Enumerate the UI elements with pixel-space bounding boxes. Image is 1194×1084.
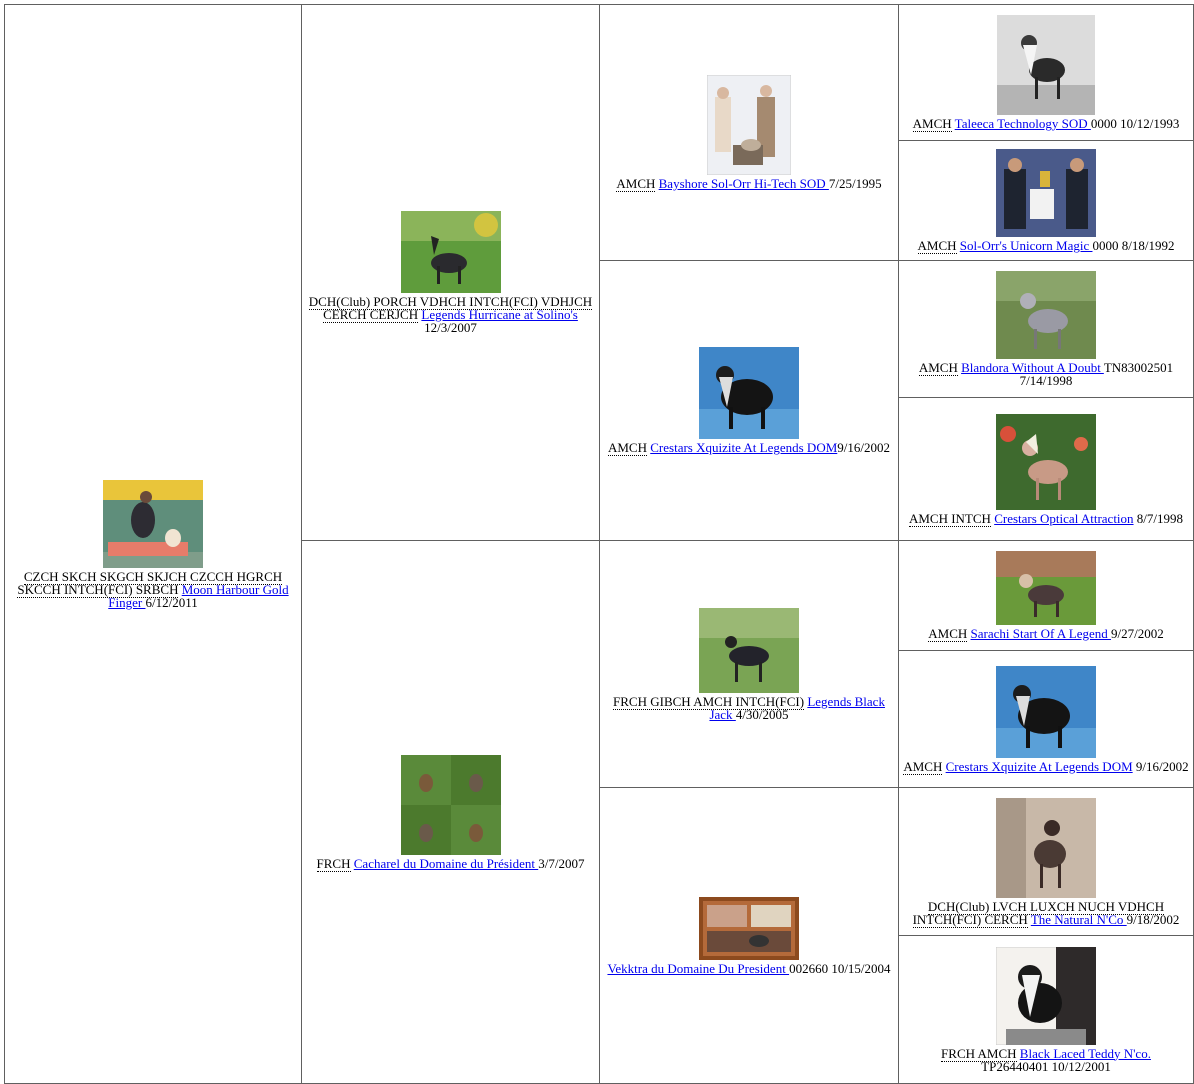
dog-link[interactable]: Sarachi Start Of A Legend [970, 626, 1111, 641]
show-win-trophy-photo[interactable] [996, 149, 1096, 237]
dog-link[interactable]: Moon Harbour Gold Finger [108, 581, 289, 610]
dog-reg: TN83002501 [1103, 360, 1174, 375]
dog-link[interactable]: Crestars Xquizite At Legends DOM [650, 440, 838, 455]
dog-date: 12/3/2007 [424, 320, 477, 335]
dog-link[interactable]: The Natural N'Co [1030, 911, 1127, 927]
dog-date: 9/16/2002 [837, 440, 891, 455]
dog-link[interactable]: Cacharel du Domaine du Président [353, 855, 539, 871]
dog-caption: CZCH SKCH SKGCH SKJCH CZCCH HGRCH SKCCH … [9, 568, 297, 610]
pedigree-cell-subject: CZCH SKCH SKGCH SKJCH CZCCH HGRCH SKCCH … [4, 4, 302, 1084]
pink-dog-flowers-photo[interactable] [996, 413, 1096, 510]
dog-caption: FRCH Cacharel du Domaine du Président 3/… [316, 855, 585, 872]
dog-caption: AMCH INTCH Crestars Optical Attraction 8… [908, 510, 1184, 527]
dog-date: 8/7/1998 [1136, 510, 1184, 526]
dark-dog-handled-photo[interactable] [996, 797, 1096, 898]
dog-date: 7/14/1998 [1019, 373, 1073, 388]
title-abbr[interactable]: FRCH AMCH [941, 1045, 1017, 1062]
pedigree-cell-gg4: AMCH INTCH Crestars Optical Attraction 8… [898, 397, 1194, 541]
pedigree-table: CZCH SKCH SKGCH SKJCH CZCCH HGRCH SKCCH … [4, 4, 1194, 1084]
dog-caption: AMCH Crestars Xquizite At Legends DOM 9/… [903, 758, 1189, 775]
pedigree-cell-gg5: AMCH Sarachi Start Of A Legend 9/27/2002 [898, 540, 1194, 651]
pedigree-cell-sire: DCH(Club) PORCH VDHCH INTCH(FCI) VDHJCH … [301, 4, 600, 541]
dog-reg: 0000 [1090, 116, 1117, 131]
dog-link[interactable]: Blandora Without A Doubt [961, 360, 1104, 375]
pedigree-cell-dam: FRCH Cacharel du Domaine du Président 3/… [301, 540, 600, 1084]
dog-caption: DCH(Club) PORCH VDHCH INTCH(FCI) VDHJCH … [306, 294, 595, 335]
dog-link[interactable]: Crestars Xquizite At Legends DOM [945, 758, 1133, 774]
dog-date: 10/15/2004 [831, 960, 891, 976]
dog-caption: DCH(Club) LVCH LUXCH NUCH VDHCH INTCH(FC… [903, 898, 1189, 928]
title-abbr[interactable]: AMCH [918, 360, 958, 376]
title-abbr[interactable]: AMCH [928, 626, 968, 642]
dog-link[interactable]: Taleeca Technology SOD [954, 116, 1091, 131]
pedigree-cell-sire-sire: AMCH Bayshore Sol-Orr Hi-Tech SOD 7/25/1… [599, 4, 899, 261]
dog-date: 9/16/2002 [1135, 758, 1189, 774]
pedigree-cell-dam-sire: FRCH GIBCH AMCH INTCH(FCI) Legends Black… [599, 540, 899, 788]
dog-date: 4/30/2005 [735, 706, 789, 722]
dog-reg: 002660 [789, 960, 829, 976]
title-abbr[interactable]: CZCH SKCH SKGCH SKJCH CZCCH HGRCH SKCCH … [17, 568, 283, 598]
title-abbr[interactable]: AMCH INTCH [908, 510, 991, 527]
dog-link[interactable]: Sol-Orr's Unicorn Magic [959, 238, 1093, 253]
dog-date: 9/18/2002 [1126, 911, 1180, 927]
show-win-judges-photo[interactable] [707, 75, 791, 175]
dog-caption: FRCH GIBCH AMCH INTCH(FCI) Legends Black… [604, 693, 894, 722]
dog-date: 9/27/2002 [1110, 626, 1164, 641]
dog-caption: AMCH Sarachi Start Of A Legend 9/27/2002 [928, 626, 1164, 642]
dog-link[interactable]: Vekktra du Domaine Du President [607, 960, 790, 976]
pedigree-cell-gg8: FRCH AMCH Black Laced Teddy N'co. TP2644… [898, 935, 1194, 1084]
dog-caption: AMCH Bayshore Sol-Orr Hi-Tech SOD 7/25/1… [616, 176, 882, 192]
title-abbr[interactable]: AMCH [607, 440, 647, 456]
dog-caption: FRCH AMCH Black Laced Teddy N'co. TP2644… [941, 1045, 1151, 1074]
title-abbr[interactable]: FRCH [316, 855, 351, 872]
dog-caption: Vekktra du Domaine Du President 002660 1… [607, 962, 890, 975]
dog-meadow-photo[interactable] [996, 551, 1096, 625]
grey-dog-garden-photo[interactable] [996, 271, 1096, 359]
dog-link[interactable]: Legends Black Jack [709, 693, 885, 722]
bw-dog-stacked-photo[interactable] [997, 15, 1095, 115]
pedigree-cell-sire-dam: AMCH Crestars Xquizite At Legends DOM9/1… [599, 260, 899, 541]
dog-link[interactable]: Crestars Optical Attraction [994, 510, 1134, 526]
pedigree-cell-dam-dam: Vekktra du Domaine Du President 002660 1… [599, 787, 899, 1084]
title-abbr[interactable]: FRCH GIBCH AMCH INTCH(FCI) [613, 693, 805, 710]
pedigree-cell-gg7: DCH(Club) LVCH LUXCH NUCH VDHCH INTCH(FC… [898, 787, 1194, 936]
dog-link[interactable]: Legends Hurricane at Solino's [421, 307, 578, 322]
dog-date: 7/25/1995 [828, 176, 882, 191]
title-abbr[interactable]: AMCH [616, 176, 656, 192]
pedigree-cell-gg3: AMCH Blandora Without A Doubt TN83002501… [898, 260, 1194, 398]
dog-reg: 0000 [1092, 238, 1119, 253]
dog-caption: AMCH Taleeca Technology SOD 0000 10/12/1… [912, 116, 1180, 132]
black-dog-stacked-photo[interactable] [699, 347, 799, 439]
pedigree-cell-gg6: AMCH Crestars Xquizite At Legends DOM 9/… [898, 650, 1194, 788]
black-white-dog-photo[interactable] [996, 946, 1096, 1045]
show-handler-kneeling-photo[interactable] [103, 479, 203, 568]
hairless-dog-garden-photo[interactable] [400, 211, 501, 293]
dog-caption: AMCH Blandora Without A Doubt TN83002501… [903, 360, 1189, 388]
title-abbr[interactable]: AMCH [912, 116, 952, 132]
title-abbr[interactable]: AMCH [917, 238, 957, 254]
black-dog-grass-photo[interactable] [699, 607, 799, 693]
dog-date: 10/12/1993 [1120, 116, 1180, 131]
dog-caption: AMCH Crestars Xquizite At Legends DOM9/1… [607, 440, 891, 456]
dog-date: 10/12/2001 [1051, 1058, 1111, 1074]
pedigree-cell-gg1: AMCH Taleeca Technology SOD 0000 10/12/1… [898, 4, 1194, 141]
black-dog-stacked-photo[interactable] [996, 665, 1096, 758]
dog-link[interactable]: Black Laced Teddy N'co. [1019, 1045, 1151, 1061]
dog-caption: AMCH Sol-Orr's Unicorn Magic 0000 8/18/1… [917, 238, 1175, 254]
dog-reg: TP26440401 [981, 1058, 1049, 1074]
dog-link[interactable]: Bayshore Sol-Orr Hi-Tech SOD [658, 176, 829, 191]
title-abbr[interactable]: DCH(Club) PORCH VDHCH INTCH(FCI) VDHJCH … [308, 294, 593, 323]
title-abbr[interactable]: DCH(Club) LVCH LUXCH NUCH VDHCH INTCH(FC… [912, 898, 1165, 928]
four-dog-collage-photo[interactable] [400, 754, 501, 855]
framed-collage-photo[interactable] [699, 896, 799, 960]
dog-date: 8/18/1992 [1121, 238, 1175, 253]
pedigree-cell-gg2: AMCH Sol-Orr's Unicorn Magic 0000 8/18/1… [898, 140, 1194, 261]
dog-date: 6/12/2011 [145, 594, 198, 610]
dog-date: 3/7/2007 [538, 855, 585, 871]
title-abbr[interactable]: AMCH [903, 758, 943, 775]
